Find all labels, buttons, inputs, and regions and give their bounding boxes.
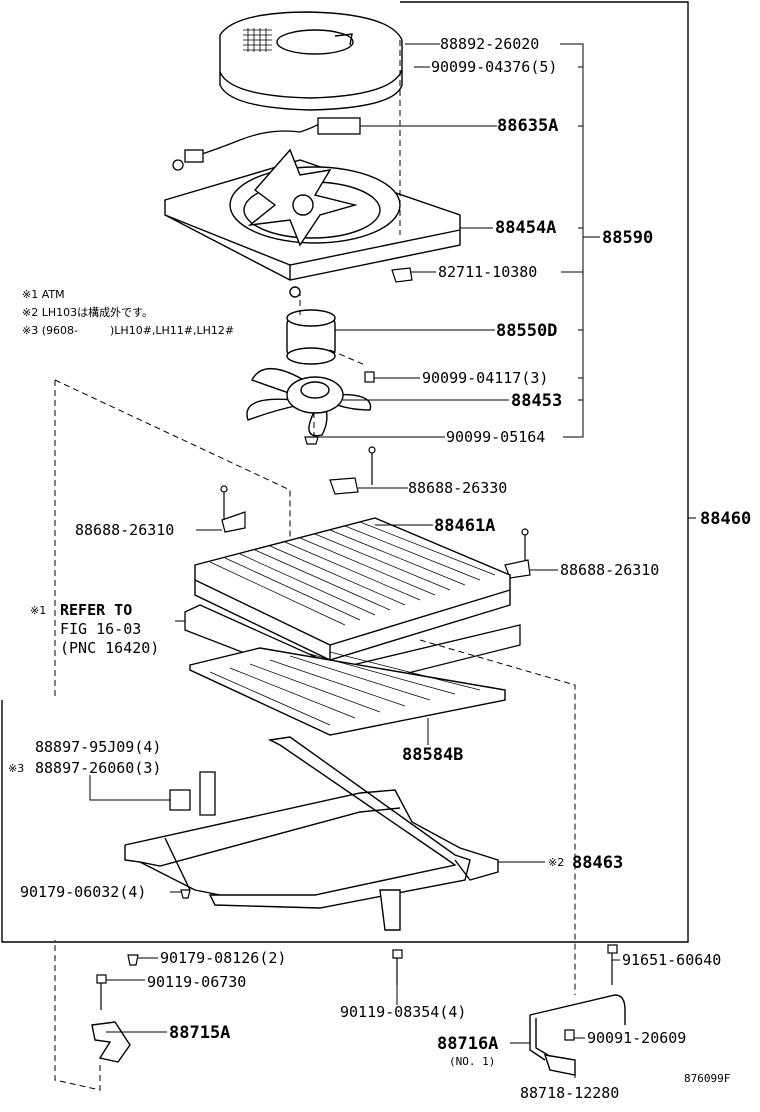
- label-82711-10380: 82711-10380: [438, 263, 537, 281]
- bracket-88897-icon: [169, 771, 216, 816]
- blower-fan: [246, 367, 372, 437]
- note-mark-3: ※3: [8, 762, 24, 775]
- label-88463: 88463: [572, 853, 623, 873]
- fan-case: [164, 148, 461, 281]
- note-3b: )LH10#,LH11#,LH12#: [110, 324, 234, 337]
- label-88584B: 88584B: [402, 745, 463, 765]
- label-88716A-sub: (NO. 1): [449, 1055, 495, 1068]
- label-90179-06032: 90179-06032(4): [20, 883, 146, 901]
- label-88715A: 88715A: [169, 1023, 230, 1043]
- label-90179-08126: 90179-08126(2): [160, 949, 286, 967]
- refer-line-2: FIG 16-03: [60, 620, 141, 638]
- leader-lines: [89, 43, 696, 1078]
- label-88688-26310-left: 88688-26310: [75, 521, 174, 539]
- clip-82711-icon: [391, 267, 413, 283]
- blower-motor: [286, 286, 336, 365]
- label-91651-60640: 91651-60640: [622, 951, 721, 969]
- label-90091-20609: 90091-20609: [587, 1029, 686, 1047]
- hose-88715A: [91, 1021, 131, 1063]
- note-mark-2: ※2: [548, 856, 564, 869]
- label-88461A: 88461A: [434, 516, 495, 536]
- note-3a: ※3 (9608-: [22, 324, 78, 337]
- label-88550D: 88550D: [496, 321, 557, 341]
- refer-line-3: (PNC 16420): [60, 639, 159, 657]
- assembly-frame: [1, 1, 689, 943]
- nut-90099-05164-icon: [304, 436, 319, 445]
- label-90099-04376: 90099-04376(5): [431, 58, 557, 76]
- refer-line-1: REFER TO: [60, 601, 132, 619]
- label-88688-26330: 88688-26330: [408, 479, 507, 497]
- label-88716A: 88716A: [437, 1034, 498, 1054]
- label-88897-95J09: 88897-95J09(4): [35, 738, 161, 756]
- label-88453: 88453: [511, 391, 562, 411]
- screw-icons: [220, 446, 531, 579]
- wire-harness: [172, 117, 361, 171]
- label-90119-06730: 90119-06730: [147, 973, 246, 991]
- figure-id: 876099F: [684, 1072, 730, 1085]
- label-88460: 88460: [700, 509, 751, 529]
- label-88892-26020: 88892-26020: [440, 35, 539, 53]
- bolt-90099-04117-icon: [364, 371, 375, 383]
- note-2: ※2 LH103は構成外です。: [22, 306, 153, 319]
- label-88897-26060: 88897-26060(3): [35, 759, 161, 777]
- alignment-lines: [54, 40, 576, 1091]
- label-90099-04117: 90099-04117(3): [422, 369, 548, 387]
- label-88635A: 88635A: [497, 116, 558, 136]
- blower-cover: [219, 11, 403, 111]
- note-mark-1: ※1: [30, 604, 46, 617]
- mounting-frame: [124, 736, 499, 931]
- label-88590: 88590: [602, 228, 653, 248]
- label-88688-26310-right: 88688-26310: [560, 561, 659, 579]
- bolt-icons: [96, 889, 618, 1041]
- label-88454A: 88454A: [495, 218, 556, 238]
- label-90099-05164: 90099-05164: [446, 428, 545, 446]
- label-90119-08354: 90119-08354(4): [340, 1003, 466, 1021]
- label-88718-12280: 88718-12280: [520, 1084, 619, 1102]
- hose-88716A: [529, 994, 626, 1076]
- drain-pan: [189, 647, 506, 736]
- note-1: ※1 ATM: [22, 288, 65, 301]
- evaporator: [194, 517, 511, 661]
